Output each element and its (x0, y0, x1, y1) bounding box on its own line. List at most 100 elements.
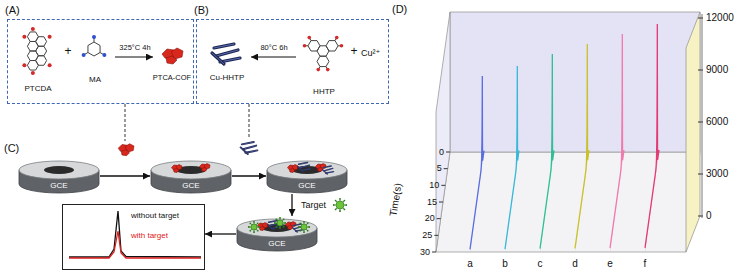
node-text: PTCA-COF (153, 74, 191, 83)
electrode-top (237, 219, 317, 237)
virus-spike-tip (343, 208, 345, 210)
virus-spike-tip (298, 226, 300, 228)
axis-tick: 0 (439, 147, 444, 157)
cof-flake (260, 227, 266, 231)
mof-rod (323, 166, 331, 168)
node-text: 325°C 4h (119, 44, 150, 53)
virus-spike-tip (303, 231, 305, 233)
peak-fill (505, 66, 519, 252)
benzene-ring (88, 42, 100, 56)
virus-spike-tip (253, 221, 255, 223)
node-text: HHTP (313, 87, 335, 96)
virus-spike-tip (307, 230, 309, 232)
atom-dot (31, 71, 35, 75)
panel-heading: (A) (5, 4, 20, 17)
peak-trace (610, 34, 624, 248)
virus-spike-tip (343, 200, 345, 202)
time-tick (432, 252, 436, 253)
node-text: without target (131, 211, 179, 220)
cof-flake (166, 56, 177, 64)
virus-spike-tip (284, 222, 286, 224)
atom-dot (326, 68, 330, 72)
waterfall-chart (432, 12, 703, 252)
panel-heading: (D) (392, 3, 407, 16)
virus-spike-tip (279, 217, 281, 219)
mof-rod (293, 224, 301, 226)
synthesis-b-art (212, 36, 347, 212)
node-text: + (64, 45, 71, 59)
electrode: GCE (18, 158, 100, 194)
category-label: c (538, 258, 543, 270)
virus-spike-tip (258, 226, 260, 228)
benzene-ring (36, 46, 47, 56)
mof-rod-shine (243, 146, 256, 150)
mof-rod (324, 168, 333, 170)
atom-dot (335, 36, 339, 40)
mof-rod-shine (324, 168, 333, 170)
axis-tick: 25 (422, 230, 432, 240)
virus-body (251, 224, 257, 230)
virus-spike-tip (283, 218, 285, 220)
virus-spike-tip (333, 204, 335, 206)
atom-dot (92, 35, 96, 39)
atom-dot (22, 63, 26, 67)
reaction-arrow (115, 56, 153, 57)
dashed-leader (249, 104, 250, 139)
virus-spike-tip (283, 226, 285, 228)
atom-dot (316, 68, 320, 72)
mof-rod (242, 142, 254, 144)
mof-rod-shine (300, 165, 310, 168)
virus-spike-tip (335, 200, 337, 202)
virus-spike-tip (249, 222, 251, 224)
benzene-ring (36, 56, 47, 66)
atom-dot (82, 53, 86, 57)
mof-rod (292, 228, 297, 232)
atom-dot (303, 44, 307, 48)
axis-tick: 5 (437, 163, 442, 173)
node-text: MA (89, 75, 101, 84)
flow-arrow (291, 194, 292, 216)
mof-rod (299, 163, 308, 165)
virus-spike-tip (257, 230, 259, 232)
panel-heading: (C) (4, 142, 19, 155)
node-text: Cu²⁺ (361, 48, 380, 58)
axis-tick: 9000 (706, 64, 728, 76)
mof-rod (268, 225, 273, 230)
mof-rod-shine (292, 228, 297, 232)
mof-rod-shine (322, 170, 327, 174)
cof-flake (121, 150, 129, 156)
peak-fill (540, 54, 554, 252)
virus-spike-tip (339, 210, 341, 212)
benzene-ring (326, 41, 338, 51)
node-text: + (350, 45, 357, 59)
virus-spike-tip (308, 226, 310, 228)
axis-tick: 3000 (706, 168, 728, 180)
flow-arrow (100, 175, 150, 176)
mof-rod (269, 221, 278, 223)
axis-tick: 30 (420, 247, 430, 257)
peak-fill (470, 76, 484, 252)
atom-dot (48, 35, 52, 39)
time-tick (444, 168, 448, 169)
node-text: GCE (182, 181, 199, 190)
time-tick (439, 202, 443, 203)
mof-rod (243, 146, 256, 150)
mof-rod-shine (241, 147, 248, 154)
atom-dot (31, 27, 35, 31)
axis-tick: 12000 (706, 12, 734, 24)
peak-fill (610, 34, 624, 252)
atom-dot (22, 35, 26, 39)
cof-flake (174, 169, 180, 173)
virus-spike-tip (249, 230, 251, 232)
electrode-top (267, 161, 347, 179)
synthesis-a-art (22, 27, 183, 156)
peak-trace (575, 44, 589, 248)
time-tick (446, 152, 450, 153)
axis-tick: 20 (425, 213, 435, 223)
result-plot: without targetwith target (62, 204, 205, 270)
time-tick (441, 185, 445, 186)
peak-fill (645, 24, 659, 252)
axis-tick: 10 (429, 180, 439, 190)
flow-arrow (232, 175, 266, 176)
electrode: GCE (236, 216, 318, 252)
